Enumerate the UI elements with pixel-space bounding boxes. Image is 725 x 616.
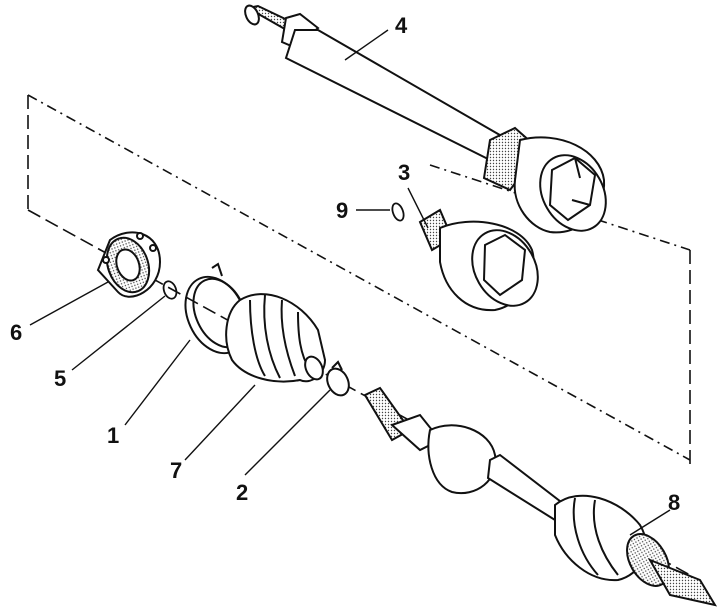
- part-2-small-clamp: [326, 360, 350, 397]
- label-part-5: 5: [54, 366, 67, 391]
- leader-lines: [29, 29, 671, 536]
- label-part-8: 8: [668, 490, 681, 515]
- label-part-1: 1: [107, 423, 120, 448]
- part-4-shaft: [244, 4, 607, 234]
- label-part-9: 9: [336, 198, 349, 223]
- part-8-driveshaft: [363, 386, 718, 607]
- part-3-tripod-joint: [418, 208, 539, 312]
- label-part-6: 6: [10, 320, 23, 345]
- part-7-boot: [225, 293, 327, 383]
- label-part-2: 2: [236, 480, 249, 505]
- part-9-circlip: [391, 202, 405, 222]
- part-6-race: [96, 231, 162, 298]
- label-part-4: 4: [395, 13, 408, 38]
- part-5-snap-ring: [162, 280, 178, 300]
- label-part-7: 7: [170, 458, 183, 483]
- label-part-3: 3: [398, 160, 411, 185]
